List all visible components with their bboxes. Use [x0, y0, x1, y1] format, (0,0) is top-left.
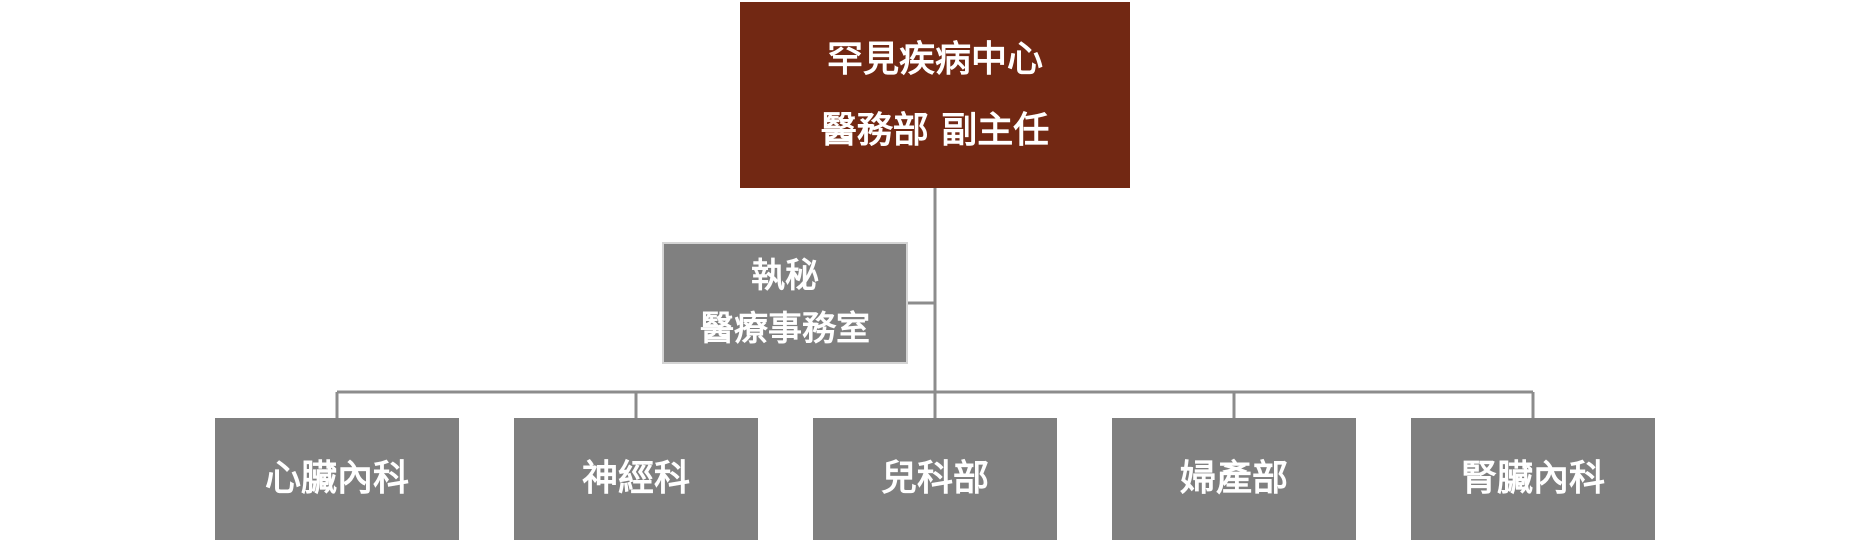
department-label: 腎臟內科: [1460, 458, 1605, 500]
department-label: 心臟內科: [264, 458, 409, 500]
department-node-neurology: 神經科: [514, 418, 758, 540]
assistant-title: 執秘: [751, 255, 819, 296]
assistant-node: 執秘 醫療事務室: [662, 242, 908, 364]
root-node: 罕見疾病中心 醫務部 副主任: [740, 2, 1130, 188]
department-label: 神經科: [581, 458, 690, 500]
assistant-subtitle: 醫療事務室: [700, 309, 870, 349]
department-label: 兒科部: [880, 458, 989, 500]
department-label: 婦產部: [1179, 458, 1288, 500]
department-node-cardiology: 心臟內科: [215, 418, 459, 540]
root-title: 罕見疾病中心: [826, 38, 1043, 80]
department-node-obstetrics-gynecology: 婦產部: [1112, 418, 1356, 540]
department-node-nephrology: 腎臟內科: [1411, 418, 1655, 540]
department-node-pediatrics: 兒科部: [813, 418, 1057, 540]
root-subtitle: 醫務部 副主任: [820, 110, 1050, 151]
